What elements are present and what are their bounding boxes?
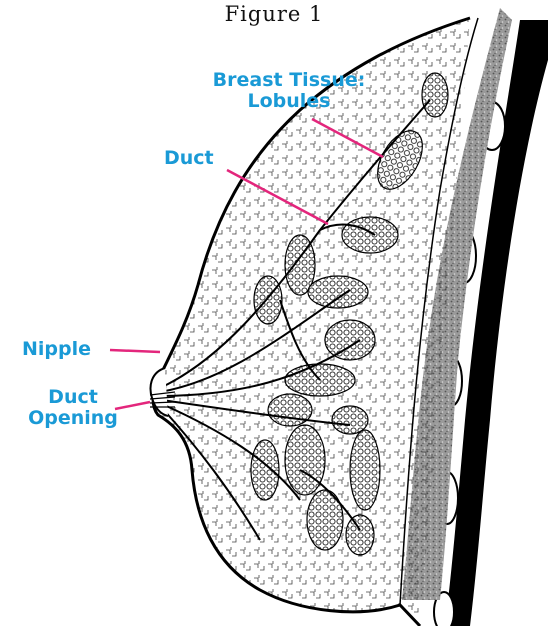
label-breast-tissue-lobules: Breast Tissue: Lobules xyxy=(200,70,378,112)
label-line: Duct xyxy=(23,387,123,408)
label-line: Opening xyxy=(23,408,123,429)
label-line: Lobules xyxy=(200,91,378,112)
label-duct-opening: Duct Opening xyxy=(23,387,123,429)
leader-line-nipple xyxy=(110,350,160,352)
label-nipple: Nipple xyxy=(22,339,91,360)
label-line: Breast Tissue: xyxy=(200,70,378,91)
label-duct: Duct xyxy=(164,148,214,169)
